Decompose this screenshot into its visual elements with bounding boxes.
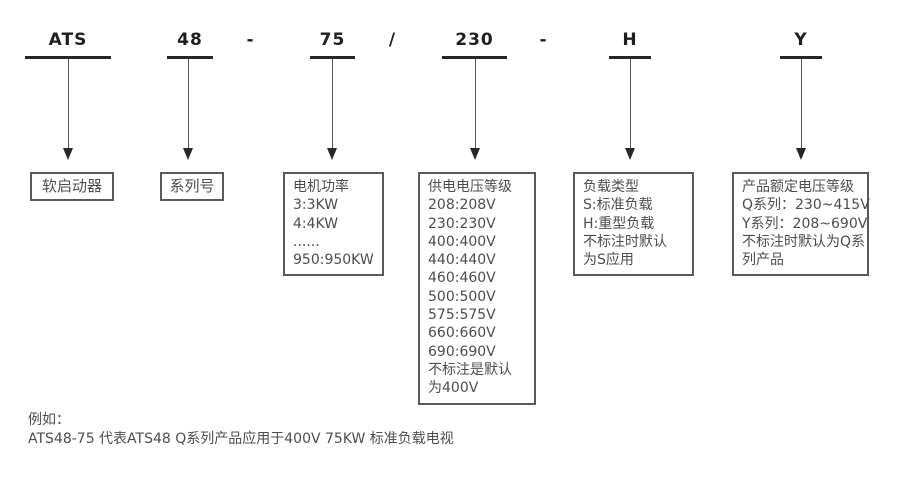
box-line: 不标注是默认 (428, 361, 512, 378)
box-line: 690:690V (428, 343, 496, 360)
example-note: 例如： ATS48-75 代表ATS48 Q系列产品应用于400V 75KW 标… (28, 411, 454, 449)
box-line: 575:575V (428, 307, 496, 324)
code-segment-load: H (622, 30, 638, 50)
code-segment-rated-voltage: Y (794, 30, 808, 50)
arrow-line (630, 59, 631, 149)
desc-box-soft-starter: 软启动器 (30, 172, 114, 201)
separator-dash: - (246, 30, 254, 50)
box-line: 4:4KW (293, 215, 339, 232)
arrow-line (332, 59, 333, 149)
arrow-line (188, 59, 189, 149)
code-segment-voltage: 230 (455, 30, 494, 50)
arrow-line (68, 59, 69, 149)
arrow-down-icon (470, 148, 480, 160)
desc-box-supply-voltage: 供电电压等级 208:208V 230:230V 400:400V 440:44… (418, 172, 536, 405)
box-line: 400:400V (428, 233, 496, 250)
code-segment-power: 75 (319, 30, 346, 50)
box-line: ...... (293, 233, 320, 250)
box-line: 3:3KW (293, 197, 339, 214)
arrow-down-icon (625, 148, 635, 160)
box-line: H:重型负载 (583, 215, 655, 232)
arrow-down-icon (183, 148, 193, 160)
box-line: 电机功率 (293, 179, 349, 195)
box-line: 230:230V (428, 215, 496, 232)
underline (780, 56, 822, 59)
box-line: 500:500V (428, 288, 496, 305)
box-line: 供电电压等级 (428, 179, 512, 195)
box-line: 产品额定电压等级 (742, 179, 854, 195)
desc-box-load-type: 负载类型 S:标准负载 H:重型负载 不标注时默认 为S应用 (573, 172, 694, 277)
box-line: Y系列：208~690V (742, 215, 868, 232)
box-line: 208:208V (428, 197, 496, 214)
box-line: 为S应用 (583, 252, 634, 269)
box-line: 系列号 (169, 177, 215, 196)
box-line: 660:660V (428, 325, 496, 342)
box-line: 440:440V (428, 252, 496, 269)
box-line: 软启动器 (41, 177, 102, 196)
example-label: 例如： (28, 412, 70, 428)
arrow-down-icon (796, 148, 806, 160)
arrow-down-icon (327, 148, 337, 160)
code-segment-series: 48 (177, 30, 203, 50)
box-line: 负载类型 (583, 179, 639, 195)
box-line: 不标注时默认 (583, 233, 667, 250)
box-line: S:标准负载 (583, 197, 653, 214)
separator-slash: / (388, 30, 396, 50)
example-text: ATS48-75 代表ATS48 Q系列产品应用于400V 75KW 标准负载电… (28, 431, 454, 447)
box-line: 不标注时默认为Q系 (742, 233, 866, 250)
underline (25, 56, 111, 59)
box-line: 列产品 (742, 252, 784, 269)
arrow-line (475, 59, 476, 149)
underline (442, 56, 507, 59)
underline (310, 56, 355, 59)
separator-dash: - (539, 30, 547, 50)
desc-box-series-number: 系列号 (160, 172, 224, 201)
code-segment-ats: ATS (48, 30, 88, 50)
desc-box-rated-voltage: 产品额定电压等级 Q系列：230~415V Y系列：208~690V 不标注时默… (732, 172, 870, 277)
arrow-line (801, 59, 802, 149)
underline (167, 56, 213, 59)
box-line: 460:460V (428, 270, 496, 287)
box-line: 950:950KW (293, 252, 374, 269)
box-line: Q系列：230~415V (742, 197, 870, 214)
arrow-down-icon (63, 148, 73, 160)
desc-box-motor-power: 电机功率 3:3KW 4:4KW ...... 950:950KW (283, 172, 384, 277)
box-line: 为400V (428, 380, 479, 397)
underline (609, 56, 651, 59)
